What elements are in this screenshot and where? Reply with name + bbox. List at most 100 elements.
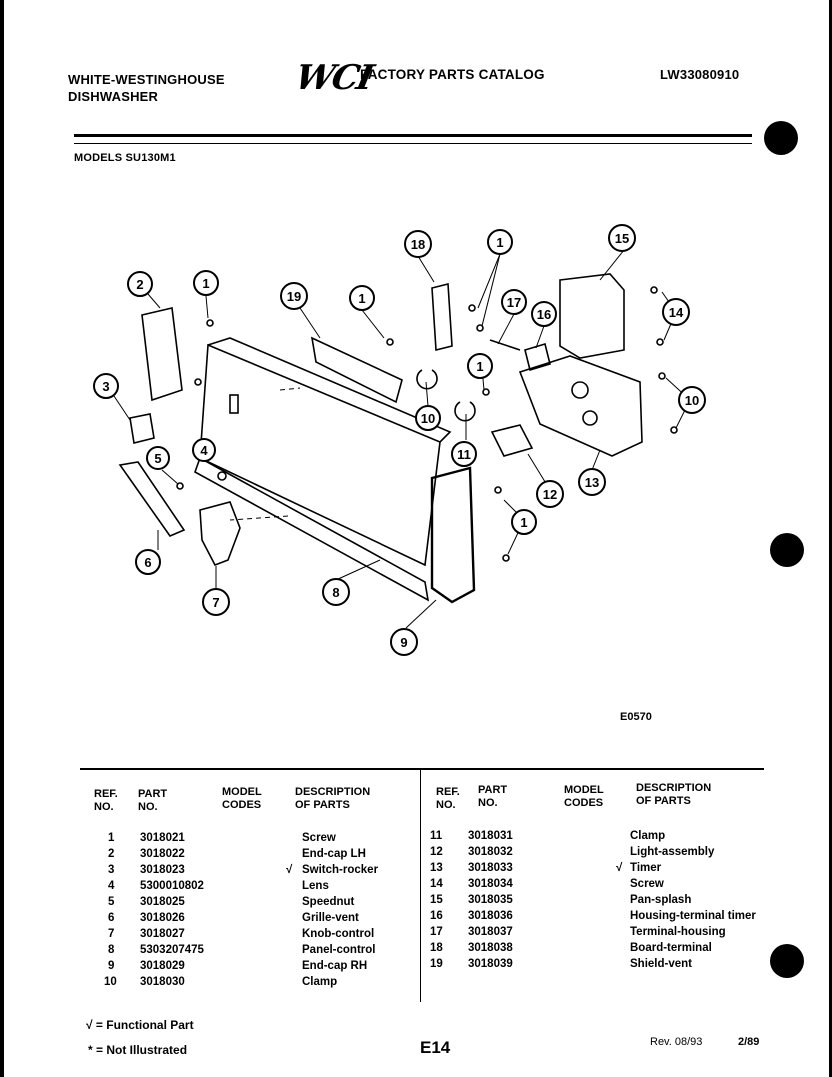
callout-7: 7 [202, 588, 230, 616]
board-terminal-part [431, 282, 453, 352]
svg-text:1: 1 [358, 291, 365, 306]
svg-text:8: 8 [332, 585, 339, 600]
scan-edge-right [829, 0, 832, 1077]
catalog-number: LW33080910 [660, 67, 740, 82]
header-ref: REF.NO. [94, 788, 118, 813]
callout-19: 19 [280, 282, 308, 310]
callout-2: 2 [127, 271, 153, 297]
svg-text:2: 2 [136, 277, 143, 292]
callout-1: 1 [349, 285, 375, 311]
svg-text:10: 10 [685, 393, 699, 408]
callout-8: 8 [322, 578, 350, 606]
svg-text:18: 18 [411, 237, 425, 252]
svg-text:10: 10 [421, 411, 435, 426]
callout-4: 4 [192, 438, 216, 462]
shield-vent-part [310, 336, 403, 404]
svg-text:13: 13 [585, 475, 599, 490]
svg-text:4: 4 [200, 443, 208, 458]
callout-15: 15 [608, 224, 636, 252]
svg-text:15: 15 [615, 231, 629, 246]
terminal-housing-part [489, 339, 521, 351]
svg-text:1: 1 [496, 235, 503, 250]
legend-not-illustrated: * = Not Illustrated [88, 1043, 188, 1057]
pan-splash-part [559, 273, 625, 359]
clamp-part [416, 369, 438, 390]
callout-1: 1 [193, 270, 219, 296]
clamp-part [454, 401, 476, 422]
revision-date: Rev. 08/93 [650, 1036, 703, 1048]
grille-vent-part [118, 461, 186, 537]
svg-text:19: 19 [287, 289, 301, 304]
legend-functional: √ = Functional Part [86, 1018, 194, 1032]
panel-control-part [199, 343, 441, 567]
callout-14: 14 [662, 298, 690, 326]
timer-part [518, 355, 643, 457]
brand-name: WHITE-WESTINGHOUSE [68, 72, 225, 87]
panel-window [229, 394, 239, 414]
switch-rocker-part [129, 413, 155, 444]
svg-text:1: 1 [202, 276, 209, 291]
light-assembly-part [490, 424, 534, 457]
svg-text:17: 17 [507, 295, 521, 310]
callout-13: 13 [578, 468, 606, 496]
callout-18: 18 [404, 230, 432, 258]
exploded-parts-diagram: 2 1 3 4 5 6 7 8 9 10 10 11 12 13 14 15 1… [93, 224, 706, 723]
callout-12: 12 [536, 480, 564, 508]
sheet-number: 2/89 [738, 1036, 760, 1048]
page-code: E14 [420, 1038, 451, 1057]
figure-code: E0570 [620, 711, 652, 723]
svg-text:12: 12 [543, 487, 557, 502]
scan-edge-left [0, 0, 4, 1077]
knob-control-part [199, 501, 241, 567]
svg-text:6: 6 [144, 555, 151, 570]
callout-10-right: 10 [678, 386, 706, 414]
callout-1: 1 [487, 229, 513, 255]
table-divider [420, 770, 421, 1002]
callout-6: 6 [135, 549, 161, 575]
svg-text:3: 3 [102, 379, 109, 394]
callout-17: 17 [501, 289, 527, 315]
punch-hole-top [764, 121, 798, 155]
svg-text:14: 14 [669, 305, 684, 320]
svg-text:1: 1 [520, 515, 527, 530]
callout-1: 1 [511, 509, 537, 535]
svg-text:9: 9 [400, 635, 407, 650]
svg-text:16: 16 [537, 307, 551, 322]
svg-text:7: 7 [212, 595, 219, 610]
models-line: MODELS SU130M1 [74, 152, 176, 164]
callout-1: 1 [467, 353, 493, 379]
callout-10-left: 10 [415, 405, 441, 431]
end-cap-rh-part [430, 466, 476, 604]
punch-hole-middle [770, 533, 804, 567]
callout-3: 3 [93, 373, 119, 399]
header-rule-thin [74, 143, 752, 144]
svg-text:1: 1 [476, 359, 483, 374]
catalog-title: FACTORY PARTS CATALOG [360, 67, 545, 82]
header-rule-thick [74, 134, 752, 137]
